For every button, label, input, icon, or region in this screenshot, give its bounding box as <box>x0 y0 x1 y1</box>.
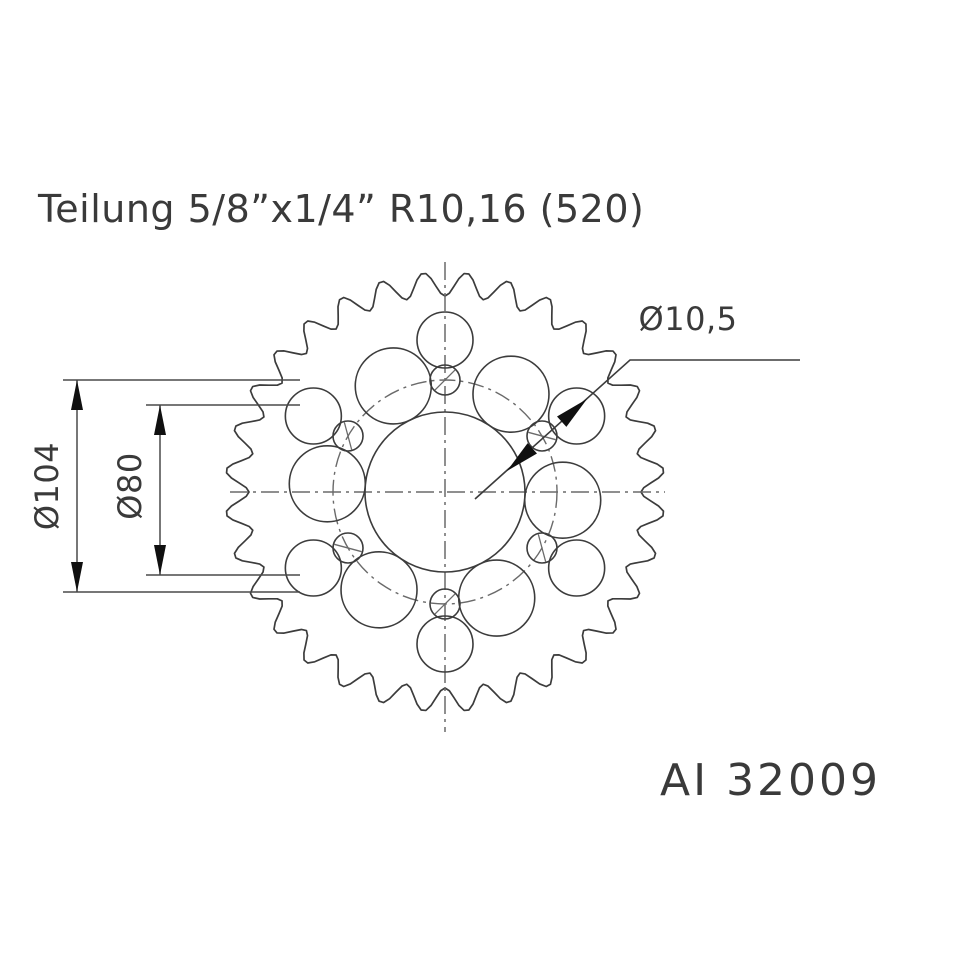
outer-arrowhead-bottom <box>71 562 83 592</box>
medium-lightening-hole <box>416 615 474 673</box>
medium-lightening-hole <box>416 311 474 369</box>
bolt-hole-centre-tick <box>434 369 456 391</box>
bolt-hole <box>429 588 461 620</box>
bolt-hole <box>332 532 364 564</box>
inner-diameter-label: Ø80 <box>111 452 149 519</box>
leader-arrowhead-inner <box>507 443 537 471</box>
large-lightening-hole <box>457 559 536 637</box>
bolt-hole-centre-tick <box>528 431 556 441</box>
large-lightening-hole <box>523 461 602 540</box>
hole-leader-group: Ø10,5 <box>474 300 800 500</box>
outer-arrowhead-top <box>71 380 83 410</box>
inner-arrowhead-bottom <box>154 545 166 575</box>
inner-arrowhead-top <box>154 405 166 435</box>
bolt-hole <box>526 532 558 564</box>
large-lightening-hole <box>288 444 367 523</box>
medium-lightening-hole <box>284 387 343 445</box>
leader-arrowhead-outer <box>557 399 587 427</box>
medium-lightening-hole <box>547 387 606 445</box>
bolt-hole <box>526 420 558 452</box>
medium-lightening-hole <box>284 539 343 597</box>
hole-diameter-label: Ø10,5 <box>639 300 738 338</box>
outer-diameter-label: Ø104 <box>28 442 66 530</box>
inner-dimension-group: Ø80 <box>111 404 300 576</box>
outer-dimension-group: Ø104 <box>28 379 300 593</box>
pitch-title-label: Teilung 5/8”x1/4” R10,16 (520) <box>37 187 644 231</box>
bolt-hole-centre-tick <box>537 534 547 562</box>
medium-lightening-holes <box>284 311 606 673</box>
bolt-hole-centre-tick <box>343 422 353 450</box>
centerlines-group <box>230 262 665 732</box>
bolt-holes-group <box>332 364 558 620</box>
medium-lightening-hole <box>547 539 606 597</box>
bolt-hole-centre-tick <box>334 543 362 553</box>
center-bore-group <box>364 411 526 573</box>
bolt-hole <box>429 364 461 396</box>
large-lightening-hole <box>354 347 433 425</box>
part-number-label: AI 32009 <box>660 755 881 806</box>
bolt-hole-centre-tick <box>434 593 456 615</box>
center-bore-circle <box>364 411 526 573</box>
large-lightening-hole <box>472 355 550 433</box>
bolt-hole <box>332 420 364 452</box>
large-lightening-hole <box>340 551 418 629</box>
